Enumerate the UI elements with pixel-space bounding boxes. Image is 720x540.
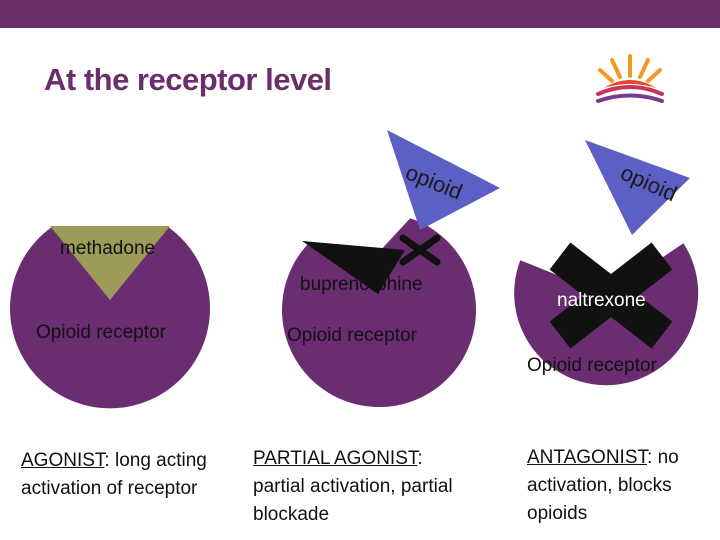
caption-agonist: AGONIST: long acting activation of recep… [21,450,207,499]
receptor-2-shape [282,218,477,408]
buprenorphine-shape [302,241,405,294]
opioid-molecule-2 [387,130,500,230]
description-antagonist: no activation, blocks opioids [527,447,679,524]
term-antagonist: ANTAGONIST [527,447,647,468]
top-banner [0,0,720,28]
naltrexone-label: naltrexone [557,290,646,311]
sunrise-logo-icon [596,54,664,103]
opioid-molecule-3 [585,140,690,235]
receptor-label-3: Opioid receptor [527,355,657,376]
receptor-label-1: Opioid receptor [36,322,166,343]
page-title: At the receptor level [44,62,332,97]
term-partial-agonist: PARTIAL AGONIST [253,448,418,469]
caption-antagonist: ANTAGONIST: no activation, blocks opioid… [527,447,679,524]
buprenorphine-label: buprenorphine [300,274,423,295]
naltrexone-cross [549,242,673,349]
description-agonist: long acting activation of receptor [21,450,207,499]
term-agonist: AGONIST [21,450,105,471]
description-partial-agonist: partial activation, partial blockade [253,476,453,525]
block-mark-icon [399,234,441,266]
caption-partial-agonist: PARTIAL AGONIST: partial activation, par… [253,448,453,525]
receptor-label-2: Opioid receptor [287,325,417,346]
methadone-label: methadone [60,238,156,259]
receptor-1-shape [10,227,211,409]
methadone-shape [50,226,170,300]
